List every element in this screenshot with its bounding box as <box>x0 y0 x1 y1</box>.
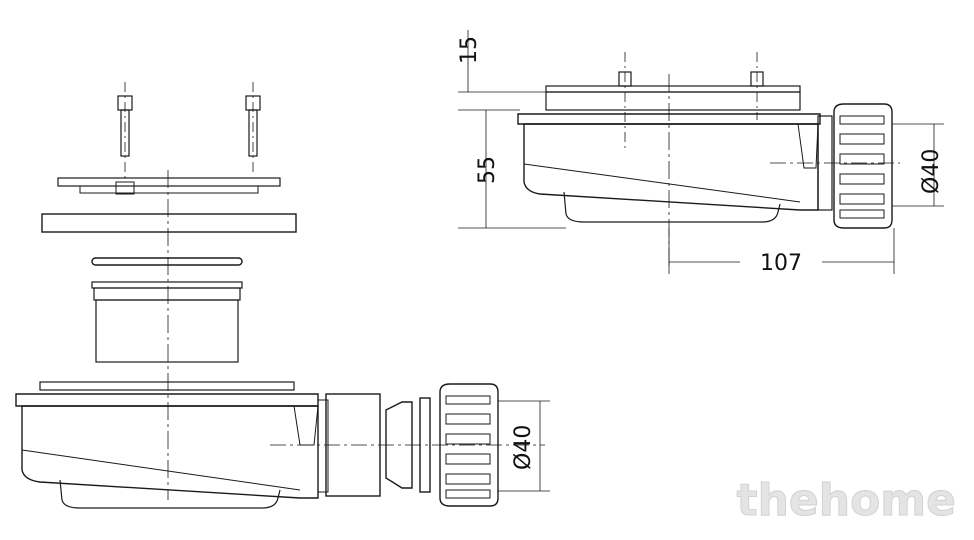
dim-body-height-label: 55 <box>475 156 500 184</box>
assembled-screws <box>618 52 764 150</box>
o-ring <box>91 257 243 266</box>
flat-gasket <box>41 213 297 233</box>
dim-length-label: 107 <box>760 251 802 276</box>
sleeve <box>91 281 243 363</box>
grate-plate <box>57 177 281 195</box>
drain-body-assembled <box>517 113 833 223</box>
dim-outlet-assembled: Ø40 <box>892 123 944 207</box>
dim-outlet-exploded-label: Ø40 <box>511 425 536 470</box>
compression-nut-exploded <box>439 383 499 507</box>
assembled-grate <box>545 85 801 93</box>
screw-left <box>117 82 133 180</box>
dim-outlet-exploded: Ø40 <box>498 400 550 492</box>
dim-cap-height-label: 15 <box>457 36 482 64</box>
dim-length: 107 <box>668 228 895 276</box>
assembled-gasket <box>545 91 801 111</box>
washer <box>419 397 431 493</box>
compression-nut-assembled <box>833 103 893 229</box>
cone-seal <box>385 401 413 489</box>
dim-outlet-assembled-label: Ø40 <box>919 149 944 194</box>
watermark-logo: thehome <box>736 475 956 527</box>
assembled-view: Ø40 15 55 107 <box>457 30 944 276</box>
dim-heights: 15 55 <box>457 30 566 229</box>
exploded-view: Ø40 <box>15 82 550 509</box>
screw-right <box>245 82 261 175</box>
